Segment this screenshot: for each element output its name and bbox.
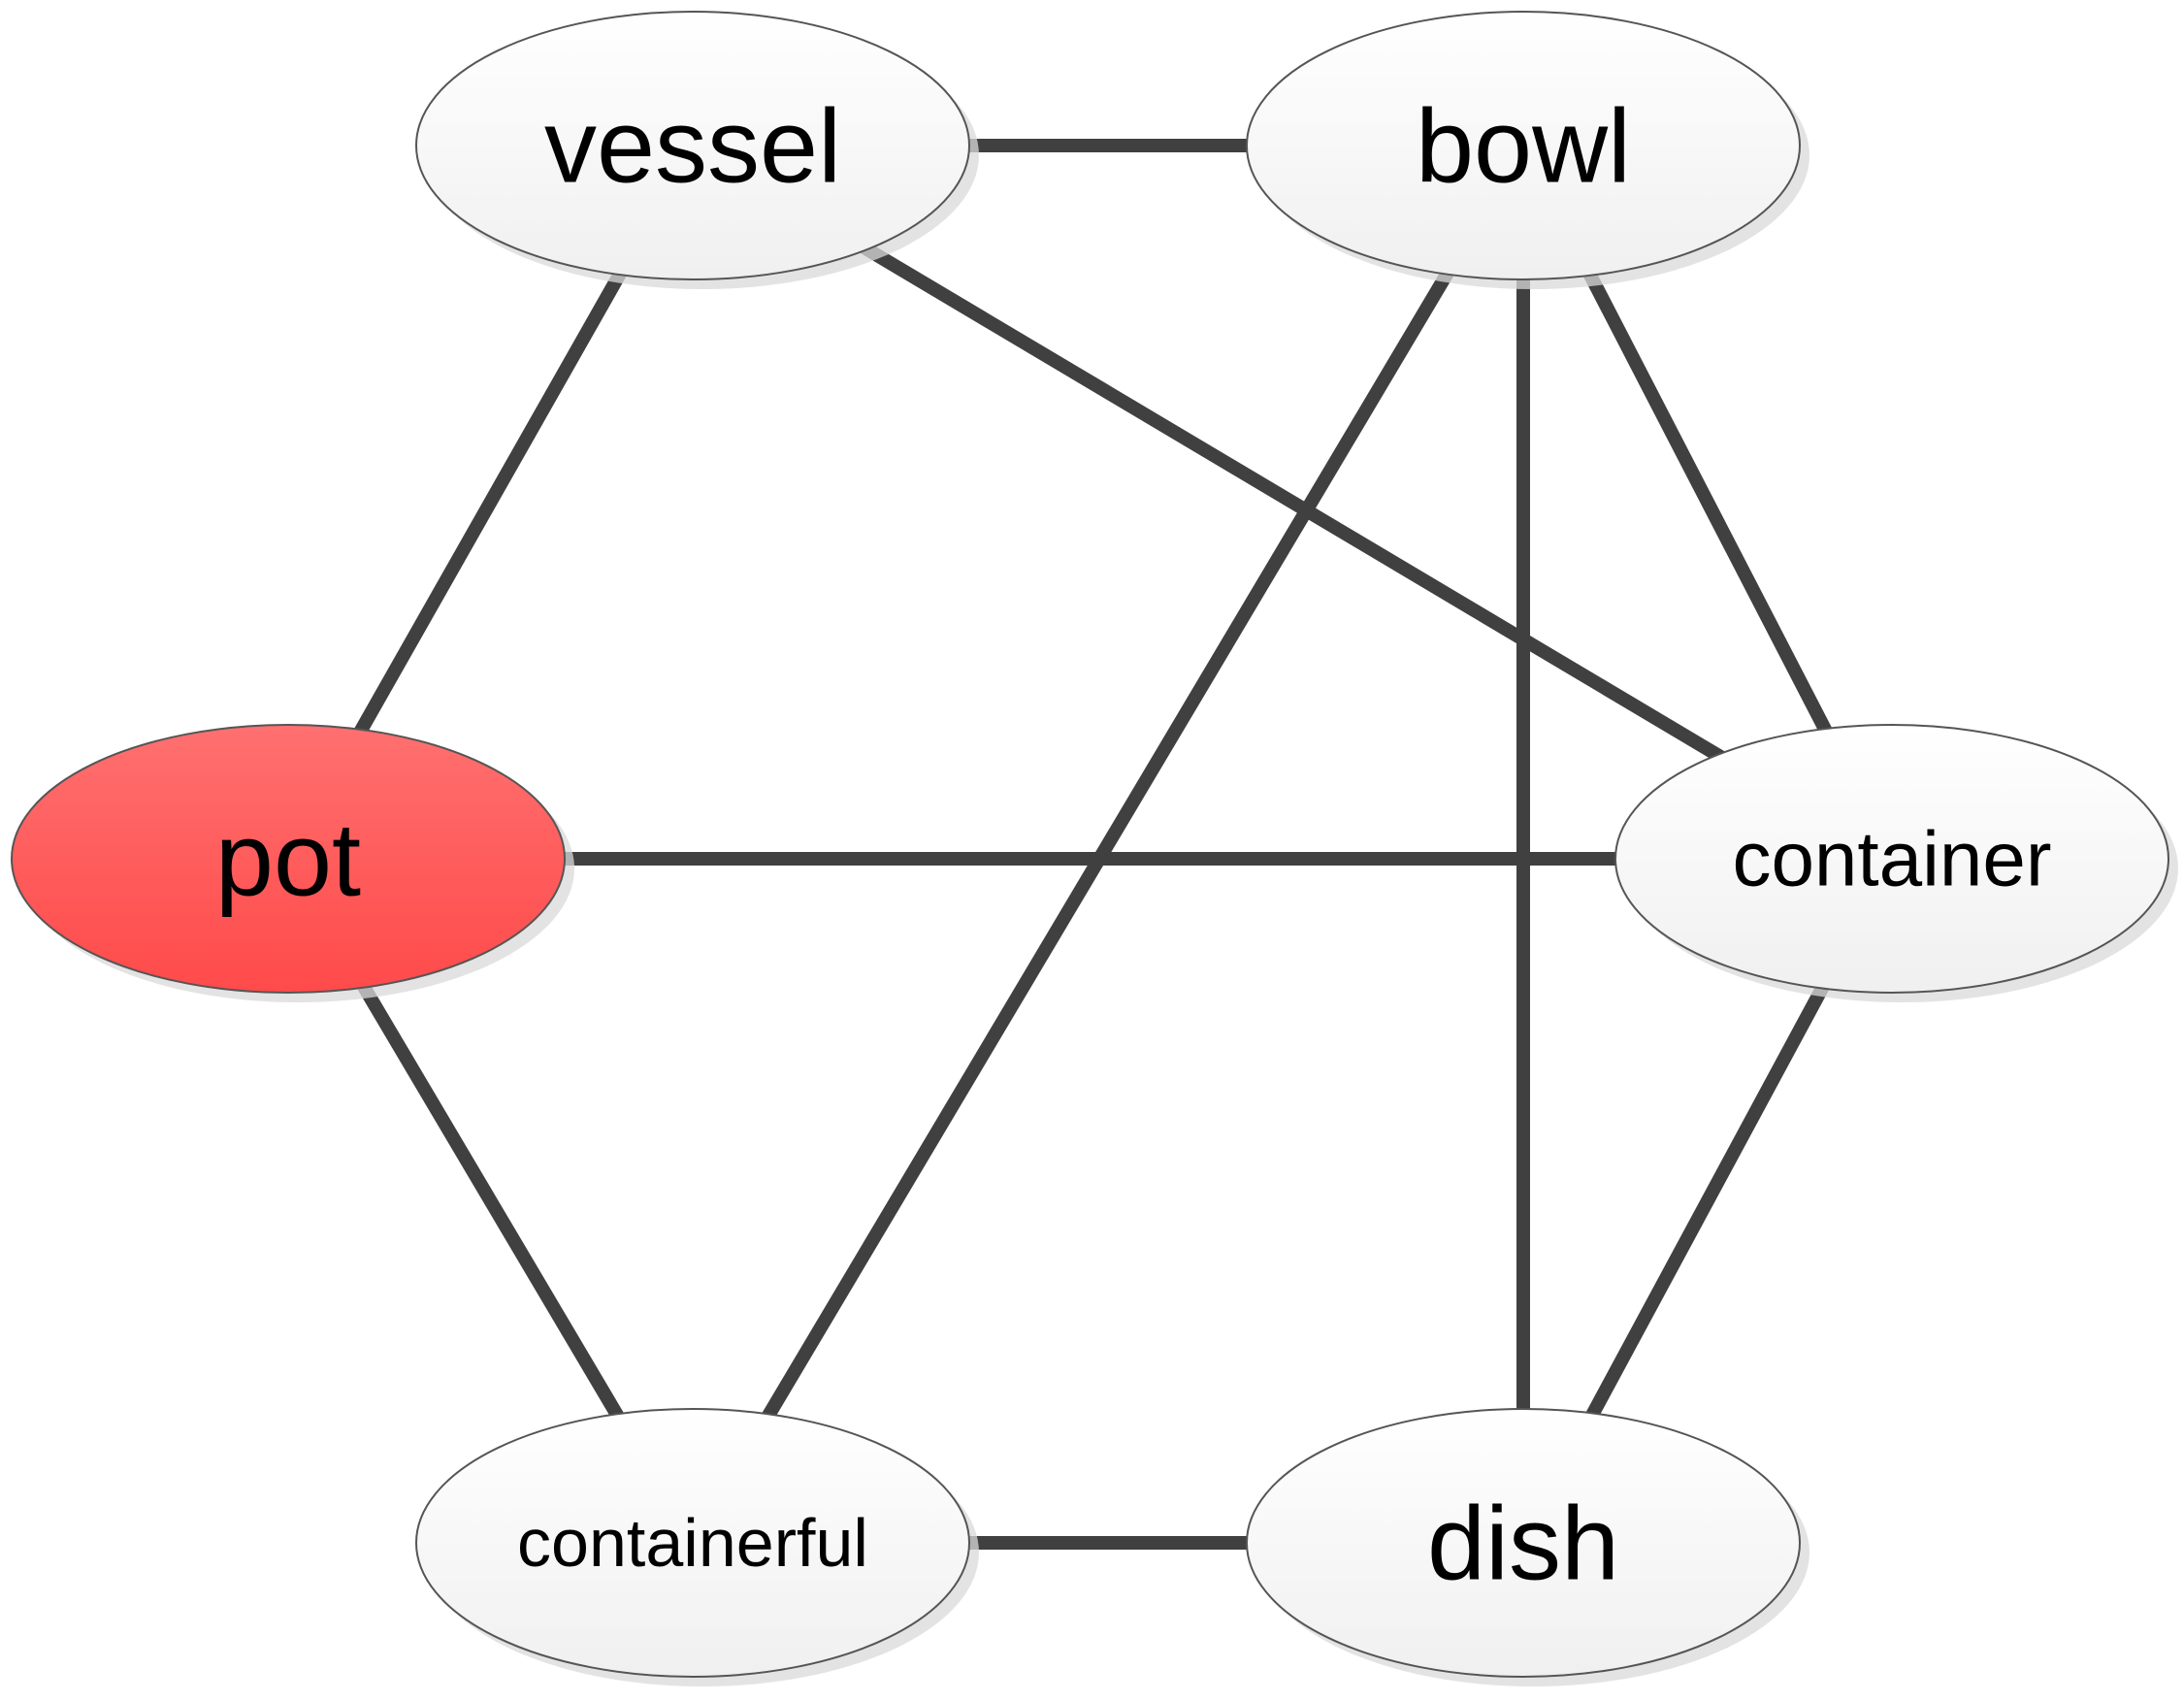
node-dish: dish	[1246, 1408, 1809, 1686]
node-container-label: container	[1732, 816, 2051, 902]
node-containerful: containerful	[415, 1408, 979, 1686]
node-containerful-ellipse	[415, 1408, 970, 1678]
nodes: vessel bowl pot container containerful dish	[11, 11, 2178, 1686]
node-container-ellipse	[1614, 724, 2169, 994]
node-bowl: bowl	[1246, 11, 1809, 289]
node-pot: pot	[11, 724, 574, 1002]
node-vessel-ellipse	[415, 11, 970, 280]
edge-vessel-container	[689, 139, 1896, 866]
node-bowl-label: bowl	[1416, 87, 1631, 205]
node-dish-label: dish	[1427, 1485, 1619, 1602]
node-pot-ellipse	[11, 724, 566, 994]
edge-bowl-containerful	[686, 142, 1530, 1547]
node-vessel-label: vessel	[544, 87, 841, 205]
node-containerful-label: containerful	[517, 1505, 868, 1581]
node-pot-label: pot	[215, 801, 361, 918]
node-vessel: vessel	[415, 11, 979, 289]
node-container: container	[1614, 724, 2178, 1002]
node-bowl-ellipse	[1246, 11, 1801, 280]
node-dish-ellipse	[1246, 1408, 1801, 1678]
